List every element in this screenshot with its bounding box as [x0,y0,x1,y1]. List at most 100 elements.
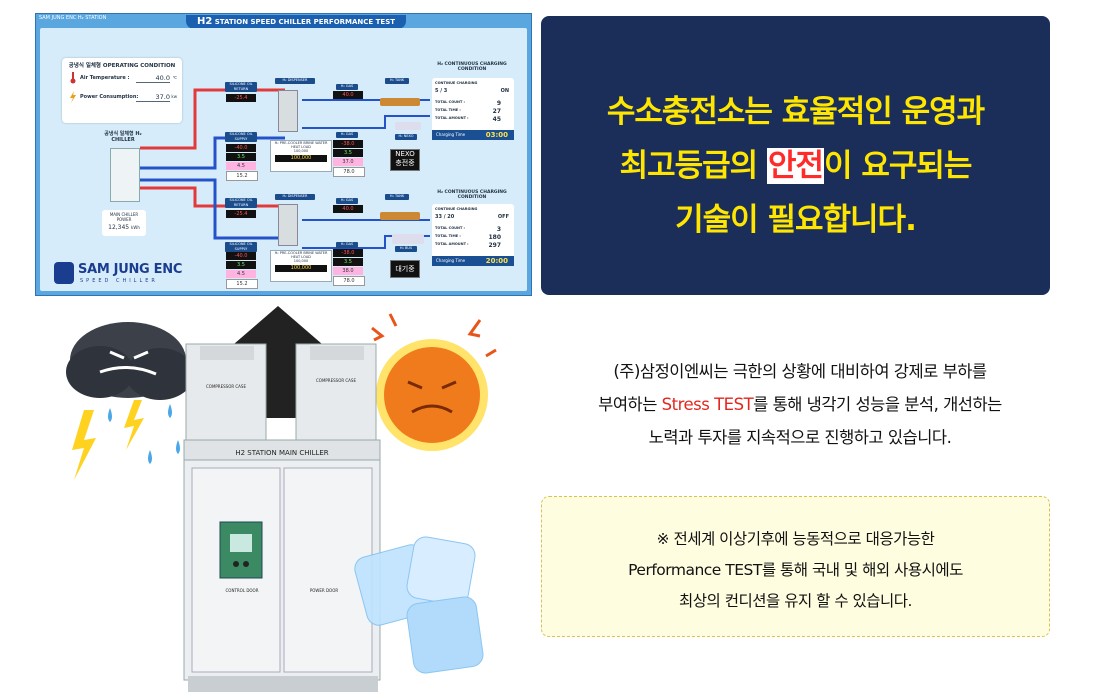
total-time-row: TOTAL TIME : 27 [435,108,511,115]
gas-in-tag: H₂ GAS [336,84,358,90]
badge-line2: 충전중 [395,159,415,167]
air-temperature-value: 40.0 [136,74,170,83]
gas-out-tag: H₂ GAS [336,132,358,138]
gas-temp-value: 38.0 [333,267,363,275]
gas-flow-value: 3.5 [333,258,363,266]
tank-tag: H₂ TANK [385,78,409,84]
oil-return-value: -25.4 [226,210,256,218]
oil-supply-value: -40.0 [226,252,256,260]
stress-test-highlight: Stress TEST [661,395,754,414]
total-count-value: 3 [496,226,501,233]
main-power-unit: kWh [131,225,140,230]
oil-supply-value: -40.0 [226,144,256,152]
gas-out-value: -38.0 [333,140,363,148]
main-chiller-power: MAIN CHILLER POWER 12,345 kWh [102,210,146,236]
gas-delta-value: 78.0 [333,167,365,177]
oil-delta-t: 15.2 [226,171,258,181]
note-box: ※ 전세계 이상기후에 능동적으로 대응가능한 Performance TEST… [541,496,1050,637]
cc-state: ON [500,88,509,94]
cc-values: 5 / 3 ON [435,88,509,94]
note-line-3: 최상의 컨디션을 유지 할 수 있습니다. [679,592,912,610]
air-temperature-label: Air Temperature : [80,75,130,81]
dashboard-title: H2 STATION SPEED CHILLER PERFORMANCE TES… [186,15,406,29]
total-count-value: 9 [496,100,501,107]
air-temperature-unit: ℃ [172,75,178,80]
thermometer-icon [70,72,76,84]
chiller-unit-graphic [110,148,140,202]
dashboard-title-h2: H2 [196,16,213,27]
tank-tag: H₂ TANK [385,194,409,200]
logo-subtitle: SPEED CHILLER [80,278,158,284]
gas-in-tag: H₂ GAS [336,198,358,204]
oil-supply-tag: SILICONE OIL SUPPLY [225,242,257,252]
compressor-label-right: COMPRESSOR CASE [316,378,356,383]
headline-highlight: 안전 [766,148,824,184]
raindrop-icon [108,404,180,464]
tank-truck-graphic [380,212,420,220]
power-consumption-unit: kw [171,94,177,99]
charging-condition-panel: CONTINUE CHARGING 5 / 3 ON TOTAL COUNT :… [432,78,514,140]
total-time-value: 27 [492,108,501,115]
main-power-label: MAIN CHILLER POWER [109,212,139,222]
precooler-panel: H₂ PRE-COOLER BRINE WATER HEAT LOAD 100,… [270,140,332,172]
chiller-label: 공냉식 일체형 H₂ CHILLER [104,131,142,143]
total-amount-value: 45 [492,116,501,123]
description-line-2-pre: 부여하는 [598,395,662,414]
cc-b: 20 [447,214,455,220]
total-count-row: TOTAL COUNT : 3 [435,226,511,233]
chiller-stress-illustration: H2 STATION MAIN CHILLER CONTROL DOOR POW… [66,306,497,692]
operating-condition-panel: 공냉식 일체형 OPERATING CONDITION Air Temperat… [62,58,182,123]
logo-mark-icon [54,262,74,284]
gas-in-value: 40.0 [333,91,363,99]
cc-label: CONTINUE CHARGING [435,207,478,211]
dashboard-topbar: SAM JUNG ENC H₂ STATION [39,15,107,21]
status-badge: NEXO 충전중 [390,149,420,171]
total-time-label: TOTAL TIME : [435,234,461,238]
total-amount-label: TOTAL AMOUNT : [435,242,469,246]
dispenser-graphic [278,90,298,132]
storm-cloud-icon [66,322,194,400]
logo-name: SAM JUNG ENC [78,262,183,277]
vehicle-tag: H₂ NEXO [395,134,417,140]
power-door-label: POWER DOOR [310,588,338,593]
car-graphic [395,122,421,130]
gas-temp-value: 37.0 [333,158,363,166]
power-consumption-row: Power Consumption: 37.0 kw [66,91,178,105]
continue-charging-row: CONTINUE CHARGING [435,81,511,85]
dashboard-title-text: STATION SPEED CHILLER PERFORMANCE TEST [214,18,396,26]
status-badge: 대기중 [390,260,420,278]
lightning-icon [70,91,76,103]
total-amount-label: TOTAL AMOUNT : [435,116,469,120]
total-time-label: TOTAL TIME : [435,108,461,112]
tank-truck-graphic [380,98,420,106]
precooler-small: 100,000 [293,149,309,153]
total-count-row: TOTAL COUNT :9 [435,100,511,107]
total-amount-row: TOTAL AMOUNT : 297 [435,242,511,249]
charging-time-label: Charging Time [436,258,466,263]
precooler-value: 100,000 [275,155,327,162]
total-amount-row: TOTAL AMOUNT : 45 [435,116,511,123]
cc-values: 33 / 20 OFF [435,214,509,220]
headline-line-2: 최고등급의 안전이 요구되는 [541,140,1050,185]
oil-delta-t: 15.2 [226,279,258,289]
dispenser-tag: H₂ DISPENSER [275,194,315,200]
oil-return-value: -25.4 [226,94,256,102]
chiller-fan-units [185,343,377,445]
dashboard-body: 공냉식 일체형 OPERATING CONDITION Air Temperat… [40,28,527,291]
cc-a: 33 [435,214,442,220]
ice-cubes-icon [354,536,484,674]
operating-condition-heading: 공냉식 일체형 OPERATING CONDITION [68,63,176,69]
precooler-value: 100,000 [275,265,327,272]
total-amount-value: 297 [488,242,501,249]
description-line-1: (주)삼정이엔씨는 극한의 상황에 대비하여 강제로 부하를 [613,362,987,381]
oil-flow-1: 3.5 [226,153,256,161]
continue-charging-row: CONTINUE CHARGING [435,207,511,211]
headline-line-1: 수소충전소는 효율적인 운영과 [606,94,985,130]
continuous-charging-heading: H₂ CONTINUOUS CHARGING CONDITION [437,190,507,200]
total-count-label: TOTAL COUNT : [435,226,465,230]
precooler-tag: H₂ PRE-COOLER BRINE WATER HEAT LOAD [274,251,328,259]
charging-time-label: Charging Time [436,132,466,137]
air-temperature-row: Air Temperature : 40.0 ℃ [66,72,178,86]
